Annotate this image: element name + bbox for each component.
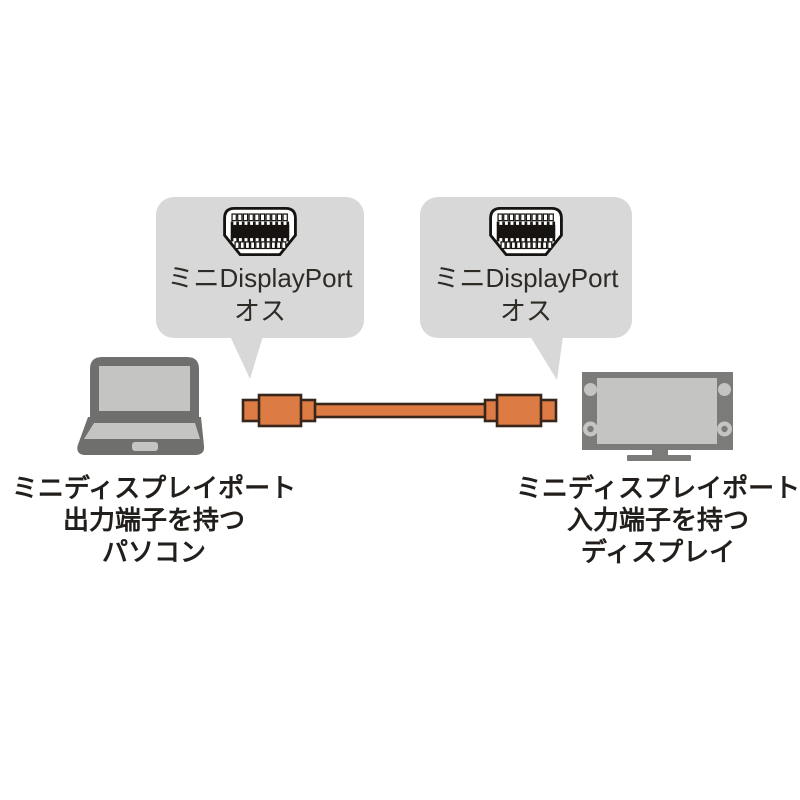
callout-left: ミニDisplayPort オス bbox=[156, 197, 364, 338]
right-bubble-tail bbox=[530, 336, 563, 380]
connector-type-label: ミニDisplayPort bbox=[167, 263, 353, 293]
cable-left-connector bbox=[257, 393, 303, 428]
cable-right-plug-tip bbox=[538, 398, 558, 423]
laptop-illustration bbox=[77, 357, 205, 455]
display-speaker-icon bbox=[717, 421, 732, 437]
laptop-screen bbox=[99, 366, 190, 411]
caption-line: 入力端子を持つ bbox=[566, 505, 749, 535]
display-bolt-icon bbox=[718, 383, 731, 396]
caption-line: パソコン bbox=[101, 537, 206, 567]
display-screen bbox=[597, 378, 717, 444]
display-illustration bbox=[582, 372, 733, 461]
caption-line: ディスプレイ bbox=[580, 537, 736, 567]
callout-right: ミニDisplayPort オス bbox=[420, 197, 632, 338]
caption-line: 出力端子を持つ bbox=[62, 505, 245, 535]
laptop-touchpad bbox=[132, 442, 158, 451]
mini-displayport-connector-icon bbox=[489, 206, 563, 257]
cable-left-plug-tip bbox=[241, 398, 262, 423]
caption-source-device: ミニディスプレイポート 出力端子を持つ パソコン bbox=[4, 472, 304, 568]
caption-line: ミニディスプレイポート bbox=[515, 473, 800, 503]
display-stand-neck bbox=[652, 450, 668, 456]
caption-sink-device: ミニディスプレイポート 入力端子を持つ ディスプレイ bbox=[508, 472, 800, 568]
left-bubble-tail bbox=[230, 336, 263, 379]
display-stand-base bbox=[627, 455, 691, 461]
display-bolt-icon bbox=[584, 383, 597, 396]
mini-displayport-connector-icon bbox=[223, 206, 297, 257]
connector-gender-label: オス bbox=[499, 296, 552, 326]
cable-illustration bbox=[241, 393, 558, 428]
laptop-keyboard bbox=[84, 423, 200, 439]
connector-type-label: ミニDisplayPort bbox=[433, 263, 619, 293]
cable-right-connector bbox=[495, 393, 543, 428]
caption-line: ミニディスプレイポート bbox=[11, 473, 297, 503]
cable-cord bbox=[312, 402, 488, 419]
connector-gender-label: オス bbox=[233, 296, 286, 326]
display-speaker-icon bbox=[583, 421, 598, 437]
